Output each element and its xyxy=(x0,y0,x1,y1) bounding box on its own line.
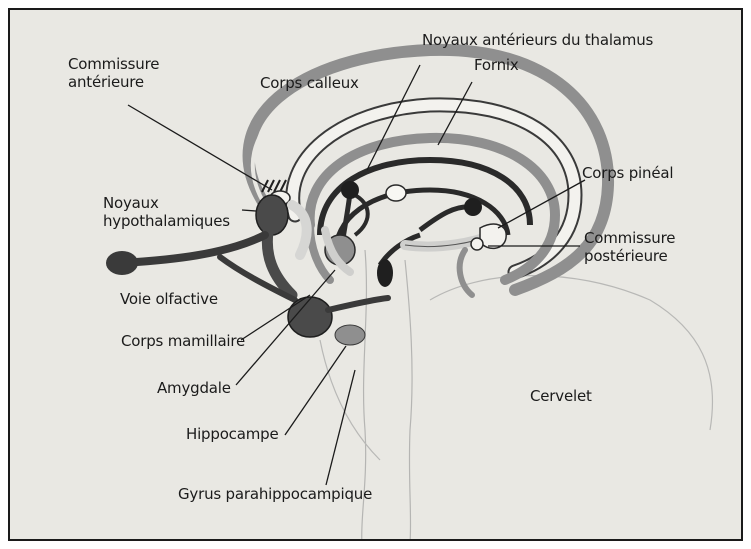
hippocampe xyxy=(335,325,365,345)
leader-gyrus xyxy=(326,370,355,485)
label-corps-pineal: Corps pinéal xyxy=(582,165,673,182)
label-hippocampe: Hippocampe xyxy=(186,426,278,443)
noyau-anterieur-2 xyxy=(464,198,482,216)
label-commissure-anterieure-2: antérieure xyxy=(68,74,144,91)
white-nucleus xyxy=(386,185,406,201)
label-amygdale: Amygdale xyxy=(157,380,231,397)
lower-outline xyxy=(320,340,380,460)
label-noyaux-hypothalamiques-2: hypothalamiques xyxy=(103,213,230,230)
leader-noyaux-hypothalamiques xyxy=(242,210,256,211)
septal-bulge xyxy=(292,205,307,255)
label-commissure-anterieure-1: Commissure xyxy=(68,56,159,73)
posterior-commissure xyxy=(471,238,483,250)
olfactory-bulb xyxy=(106,251,138,275)
label-fornix: Fornix xyxy=(474,57,519,74)
thalamic-dark-blob xyxy=(377,259,393,287)
noyau-anterieur-1 xyxy=(341,181,359,199)
label-cervelet: Cervelet xyxy=(530,388,592,405)
label-voie-olfactive: Voie olfactive xyxy=(120,291,218,308)
pineal-body xyxy=(480,224,506,248)
label-corps-mamillaire: Corps mamillaire xyxy=(121,333,245,350)
label-noyaux-hypothalamiques-1: Noyaux xyxy=(103,195,159,212)
amygdala-tract xyxy=(328,298,388,310)
diagram-frame: Commissure antérieure Corps calleux Noya… xyxy=(8,8,743,541)
label-corps-calleux: Corps calleux xyxy=(260,75,359,92)
brainstem-outline-2 xyxy=(405,260,412,541)
cerebellum-outline xyxy=(430,276,713,430)
voie-olfactive xyxy=(122,235,265,263)
label-commissure-posterieure-2: postérieure xyxy=(584,248,668,265)
leader-hippocampe xyxy=(285,346,346,435)
label-gyrus-parahippocampique: Gyrus parahippocampique xyxy=(178,486,372,503)
label-commissure-posterieure-1: Commissure xyxy=(584,230,675,247)
label-noyaux-anterieurs: Noyaux antérieurs du thalamus xyxy=(422,32,653,49)
posterior-hook xyxy=(460,250,472,295)
